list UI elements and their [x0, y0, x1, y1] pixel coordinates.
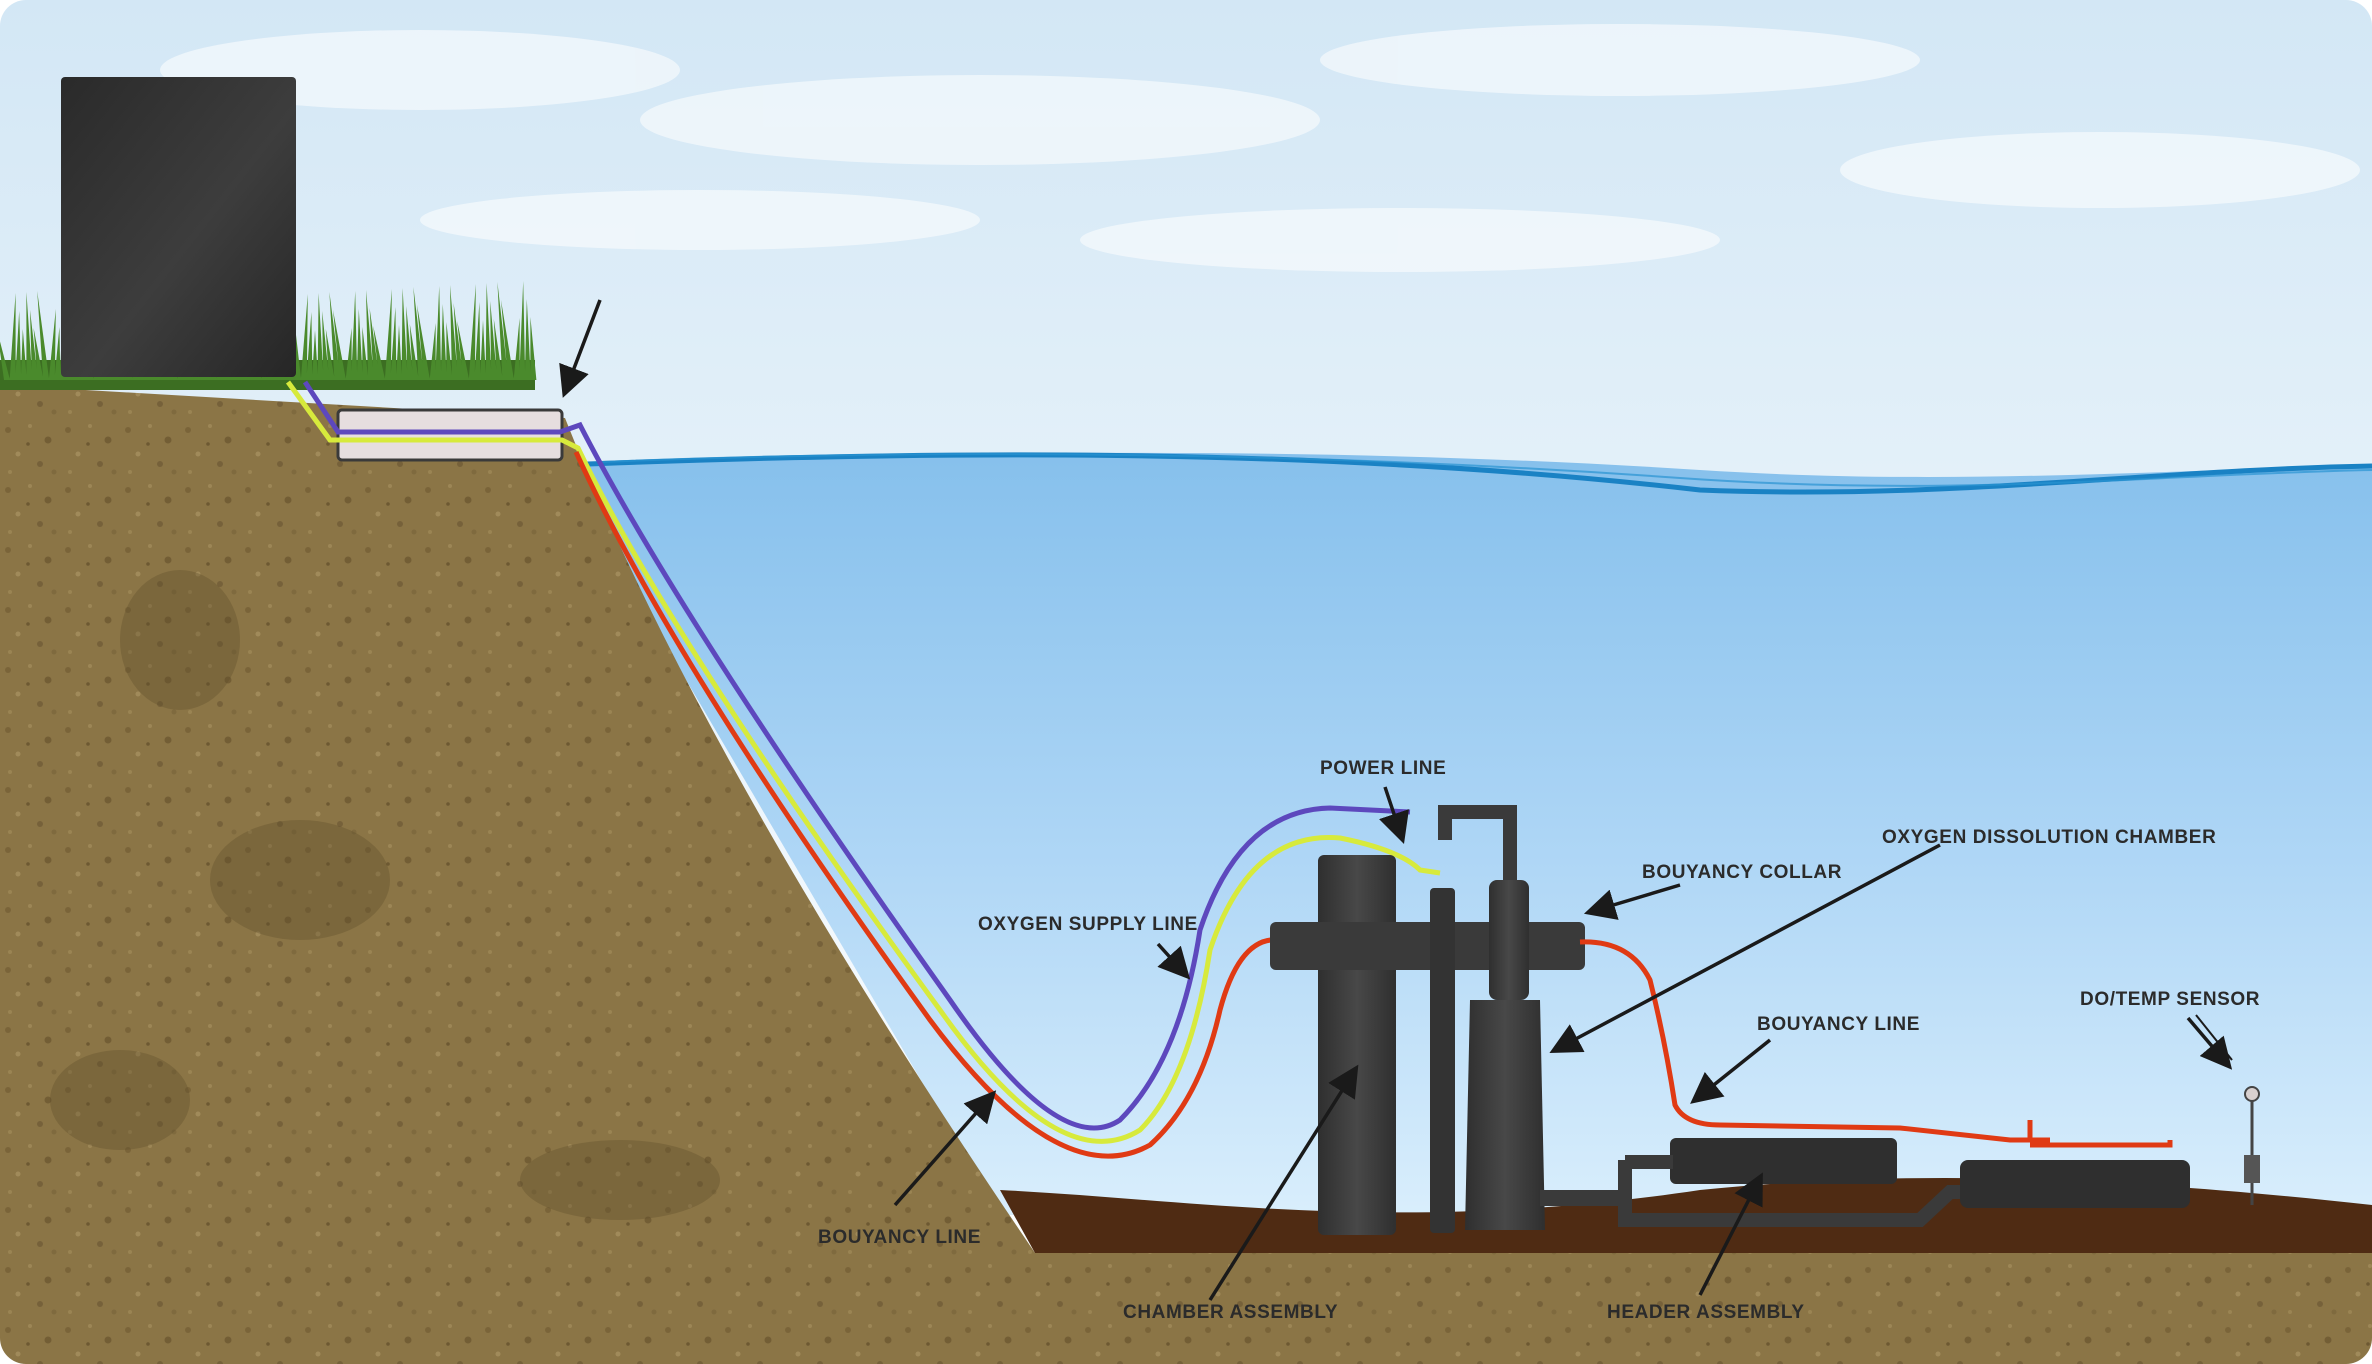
shore-junction-box: [336, 408, 564, 462]
bouyancy-line-right-pipe: [1579, 939, 2173, 1148]
chamber-assembly: [1270, 805, 1620, 1235]
label-chamber-assembly: CHAMBER ASSEMBLY: [1123, 1302, 1338, 1323]
callout-arrows: [559, 299, 2233, 1301]
bouyancy-line-right-arrow: [1690, 1038, 1772, 1104]
label-oxygen-supply-line: OXYGEN SUPPLY LINE: [978, 914, 1198, 935]
label-power-line: POWER LINE: [1320, 758, 1446, 779]
label-header-assembly: HEADER ASSEMBLY: [1607, 1302, 1805, 1323]
oxygen-supply-line-arrow: [1156, 942, 1191, 980]
bouyancy-line-left-pipe: [573, 450, 1281, 1159]
bouyancy-line-left-arrow: [893, 1090, 997, 1207]
label-bouyancy-line-left: BOUYANCY LINE: [818, 1227, 981, 1248]
header-assembly: [1618, 1138, 2190, 1227]
label-oxygen-dissolution-chamber: OXYGEN DISSOLUTION CHAMBER: [1882, 827, 2216, 848]
pond-water: [560, 452, 2372, 1215]
junction-box-arrow: [559, 299, 602, 398]
soil-bank: [0, 385, 2372, 1364]
chamber-assembly-arrow: [1208, 1064, 1359, 1301]
label-bouyancy-line-right: BOUYANCY LINE: [1757, 1014, 1920, 1035]
control-cabinet: [61, 77, 296, 377]
header-assembly-arrow: [1698, 1172, 1763, 1296]
do-temp-sensor: [2244, 1086, 2260, 1205]
oxygen-dissolution-chamber-arrow: [1549, 843, 1941, 1053]
bouyancy-collar: [1270, 922, 1585, 970]
water-surface: [559, 452, 2372, 495]
oxygen-dissolution-chamber: [1465, 1000, 1545, 1230]
do-temp-sensor-arrow: [2186, 1016, 2233, 1070]
power-line-arrow: [1379, 786, 1409, 844]
bouyancy-collar-arrow: [1583, 883, 1681, 920]
oxygen-supply-line: [285, 380, 1441, 1144]
clouds: [160, 24, 2360, 272]
label-do-temp-sensor: DO/TEMP SENSOR: [2080, 989, 2260, 1010]
soil-shading: [50, 570, 720, 1220]
power-line: [302, 380, 1411, 1131]
label-bouyancy-collar: BOUYANCY COLLAR: [1642, 862, 1842, 883]
